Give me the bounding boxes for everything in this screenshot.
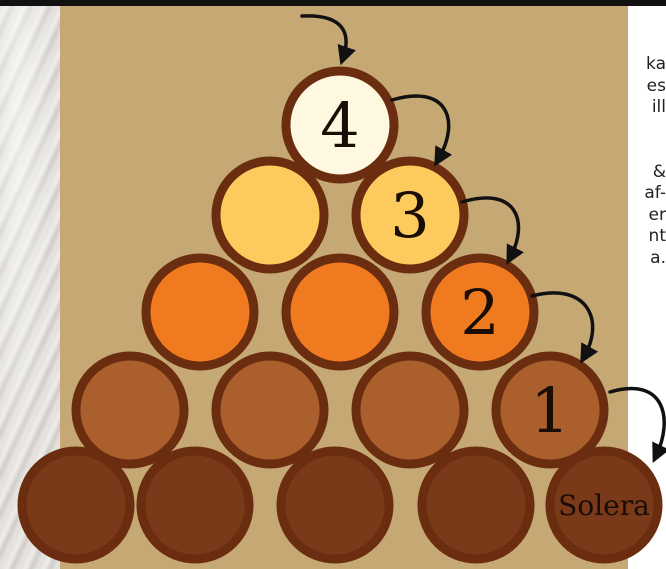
arrow-2-to-1-icon [532, 293, 593, 357]
barrel [146, 258, 254, 366]
arrow-in-icon [302, 16, 346, 58]
barrel [141, 451, 249, 559]
arrow-1-to-solera-icon [610, 389, 664, 456]
barrel-label: 3 [390, 179, 429, 252]
barrel [281, 451, 389, 559]
barrel [216, 356, 324, 464]
barrel-label: 2 [460, 276, 499, 349]
barrel-label: 4 [320, 89, 359, 162]
arrow-3-to-2-icon [462, 198, 519, 258]
barrel [76, 356, 184, 464]
arrow-4-to-3-icon [392, 96, 449, 160]
barrel [22, 451, 130, 559]
barrel-label: 1 [530, 374, 569, 447]
barrel-label: Solera [558, 489, 650, 522]
barrel [286, 258, 394, 366]
barrel [356, 356, 464, 464]
barrel [422, 451, 530, 559]
barrel [216, 161, 324, 269]
